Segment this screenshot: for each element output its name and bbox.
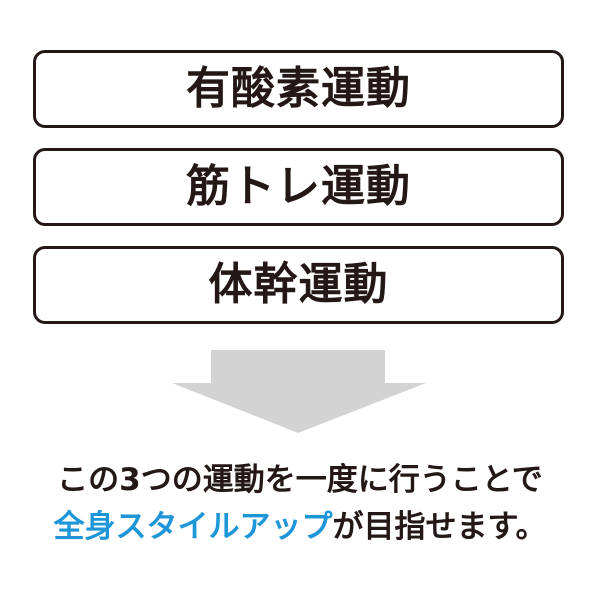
exercise-label-core: 体幹運動 xyxy=(208,259,389,310)
caption-line-2: 全身スタイルアップが目指せます。 xyxy=(0,512,600,543)
caption-line-2-rest: が目指せます。 xyxy=(332,509,547,545)
exercise-label-strength: 筋トレ運動 xyxy=(186,161,411,212)
caption-line-1: この3つの運動を一度に行うことで xyxy=(57,462,543,498)
exercise-box-core: 体幹運動 xyxy=(33,246,564,324)
down-arrow-shape xyxy=(172,350,426,433)
caption-highlight: 全身スタイルアップ xyxy=(53,509,333,545)
exercise-label-aerobic: 有酸素運動 xyxy=(186,63,411,114)
exercise-box-strength: 筋トレ運動 xyxy=(33,148,564,226)
exercise-box-aerobic: 有酸素運動 xyxy=(33,50,564,128)
